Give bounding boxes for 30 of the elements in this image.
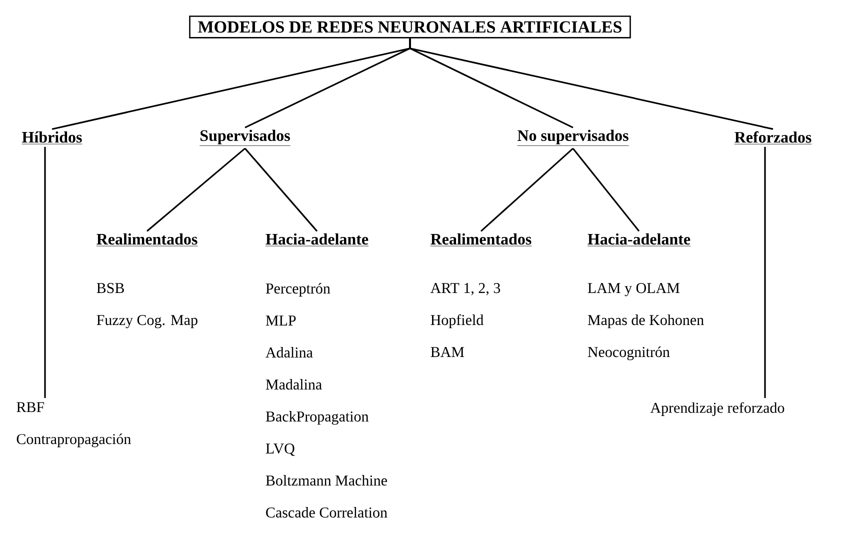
- model-list: BSB Fuzzy Cog. Map: [96, 283, 198, 328]
- connector-line: [480, 148, 574, 232]
- model-list: RBF Contrapropagación: [16, 402, 131, 448]
- category-heading: Reforzados: [734, 131, 812, 144]
- connector-line: [44, 146, 46, 398]
- connector-line: [146, 148, 246, 232]
- connector-line: [244, 148, 318, 232]
- node-label: Cascade Correlation: [266, 507, 388, 518]
- title-box: MODELOS DE REDES NEURONALES ARTIFICIALES: [189, 16, 631, 38]
- category-heading: Hacia-adelante: [587, 233, 691, 246]
- model-list: ART 1, 2, 3 Hopfield BAM: [430, 283, 500, 357]
- connector-line: [409, 38, 774, 130]
- connector-line: [572, 148, 640, 232]
- model-list: Perceptrón MLP Adalina Madalina BackPropagation LVQ Boltzmann Machine Cascade Correlation: [266, 283, 388, 518]
- connector-line: [764, 146, 766, 398]
- category-heading: Supervisados: [199, 130, 291, 146]
- node-label: Perceptrón: [266, 283, 330, 297]
- node-label: MLP: [266, 316, 296, 326]
- category-heading: Hacia-adelante: [265, 233, 369, 246]
- model-list: LAM y OLAM Mapas de Kohonen Neocognitrón: [588, 283, 704, 360]
- node-label: Adalina: [266, 347, 313, 358]
- category-heading: Realimentados: [96, 233, 198, 246]
- node-label: BackPropagation: [266, 411, 369, 425]
- node-label: Madalina: [266, 379, 322, 390]
- category-heading: Realimentados: [430, 233, 532, 246]
- node-label: Boltzmann Machine: [266, 475, 387, 486]
- node-label: LVQ: [266, 444, 295, 456]
- category-heading: No supervisados: [517, 130, 629, 146]
- model-list: Aprendizaje reforzado: [650, 402, 784, 416]
- category-heading: Híbridos: [22, 131, 82, 144]
